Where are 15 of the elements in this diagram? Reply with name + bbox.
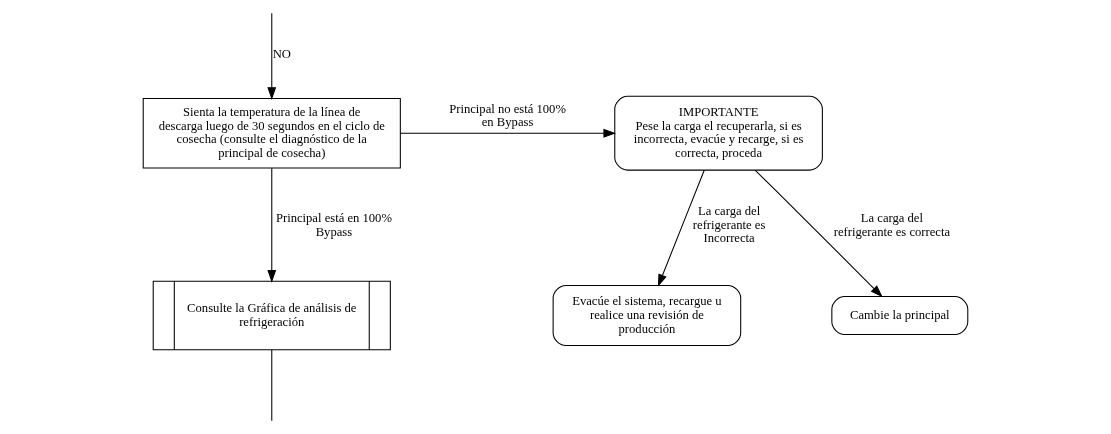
connector xyxy=(271,349,273,422)
edge-label: Principal está en 100% Bypass xyxy=(275,210,392,239)
edge-label: NO xyxy=(272,46,291,61)
edge-label: Principal no está 100% en Bypass xyxy=(449,101,566,130)
node-box: Cambie la principal xyxy=(831,296,969,335)
arrow xyxy=(267,167,277,283)
edge-label: La carga del refrigerante es Incorrecta xyxy=(692,204,766,246)
arrow xyxy=(754,169,883,298)
node-box: Sienta la temperatura de la línea de descarga luego de 30 segundos en el ciclo de cosecha (consulte el diagnóstico de la principal de cosecha) xyxy=(142,97,401,169)
arrow xyxy=(399,128,617,138)
edge-label: La carga del refrigerante es correcta xyxy=(833,210,951,239)
node-box: IMPORTANTE Pese la carga el recuperarla, si es incorrecta, evacúe y recarge, si es correcta, proceda xyxy=(614,95,823,171)
arrow xyxy=(657,169,705,287)
node-box: Evacúe el sistema, recargue u realice una revisión de producción xyxy=(552,284,742,347)
arrow xyxy=(267,12,277,100)
